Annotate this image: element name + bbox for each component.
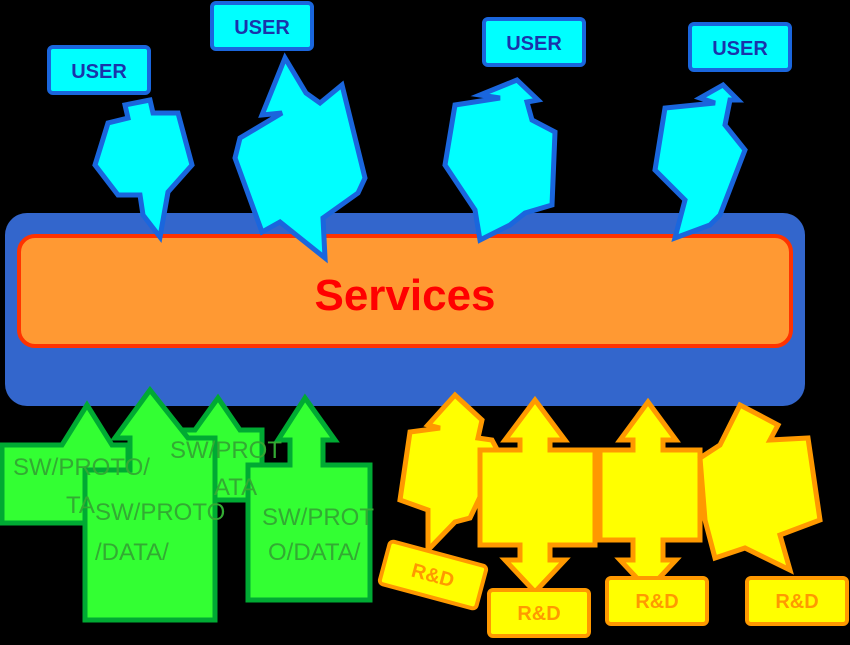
rd-label-4: R&D — [775, 591, 818, 613]
sw-label-4-line2: O/DATA/ — [268, 539, 361, 566]
user-label-3: USER — [506, 33, 562, 55]
user-arrow-2 — [232, 52, 368, 264]
rd-arrow-3 — [597, 397, 703, 594]
user-label-1: USER — [71, 61, 127, 83]
rd-arrow-4 — [697, 401, 823, 575]
services-bus-inner — [17, 234, 793, 348]
rd-label-2: R&D — [517, 603, 560, 625]
sw-label-3-line1: SW/PROTO — [95, 499, 225, 526]
user-arrow-1 — [92, 97, 195, 243]
sw-label-1-line1: SW/PROTO/ — [13, 454, 150, 481]
rd-arrow-1 — [397, 391, 503, 557]
user-arrow-3 — [442, 77, 558, 244]
sw-label-3-line2: /DATA/ — [95, 539, 169, 566]
rd-box-4 — [745, 576, 849, 626]
sw-label-2-line2: ATA — [214, 474, 257, 501]
rd-box-3 — [605, 576, 709, 626]
user-label-4: USER — [712, 38, 768, 60]
sw-arrow-3 — [82, 385, 218, 623]
sw-label-2-line1: SW/PROT — [170, 437, 282, 464]
user-arrow-4 — [652, 81, 748, 243]
user-box-4 — [688, 22, 792, 72]
rd-label-3: R&D — [635, 591, 678, 613]
services-label: Services — [314, 271, 495, 320]
rd-box-2 — [487, 588, 591, 638]
user-box-2 — [210, 1, 314, 51]
sw-label-4-line1: SW/PROT — [262, 504, 374, 531]
user-box-1 — [47, 45, 151, 95]
rd-box-1 — [377, 539, 489, 611]
user-label-2: USER — [234, 17, 290, 39]
user-box-3 — [482, 17, 586, 67]
rd-arrow-2 — [477, 395, 598, 596]
sw-label-1-line2: TA — [66, 492, 95, 519]
sw-arrow-4 — [245, 393, 373, 603]
